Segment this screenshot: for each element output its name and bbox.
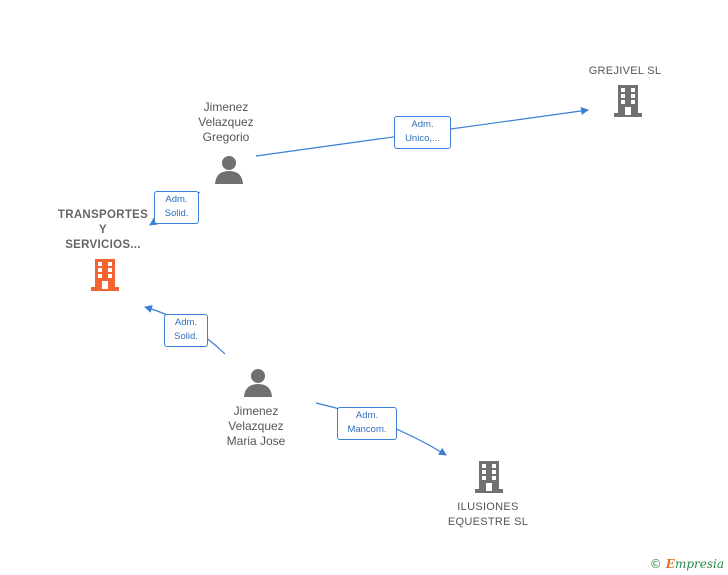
edge-label-maria-ilusiones[interactable]: Adm. Mancom. [337,407,397,440]
edge-label-line: Solid. [164,208,189,219]
edge-label-line: Adm. [411,119,434,130]
edge-label-line: Mancom. [347,424,387,435]
edge-label-line: Unico,... [405,133,440,144]
building-icon[interactable] [611,83,645,119]
node-label-ilusiones: ILUSIONES EQUESTRE SL [447,501,529,528]
node-label-transportes: TRANSPORTES Y SERVICIOS... [57,209,149,251]
person-icon[interactable] [214,155,244,185]
person-icon[interactable] [243,368,273,398]
node-label-grejivel: GREJIVEL SL [588,65,662,77]
brand-initial: E [665,557,675,571]
edge-label-line: Adm. [355,410,379,421]
edge-label-line: Adm. [174,317,198,328]
edge-label-gregorio-transportes[interactable]: Adm. Solid. [154,191,199,224]
edge-label-gregorio-grejivel[interactable]: Adm. Unico,... [394,116,451,149]
brand-name: mpresia [674,557,724,571]
edge-label-line: Adm. [165,194,188,205]
edge-label-line: Solid. [174,331,198,342]
brand-logo[interactable]: ©Empresia [650,557,724,571]
copyright-icon: © [649,557,662,571]
building-icon[interactable] [472,459,506,495]
node-label-maria: Jimenez Velazquez Maria Jose [226,404,286,448]
edge-label-maria-transportes[interactable]: Adm. Solid. [164,314,208,347]
building-icon[interactable] [88,257,122,293]
node-label-gregorio: Jimenez Velazquez Gregorio [198,100,254,144]
